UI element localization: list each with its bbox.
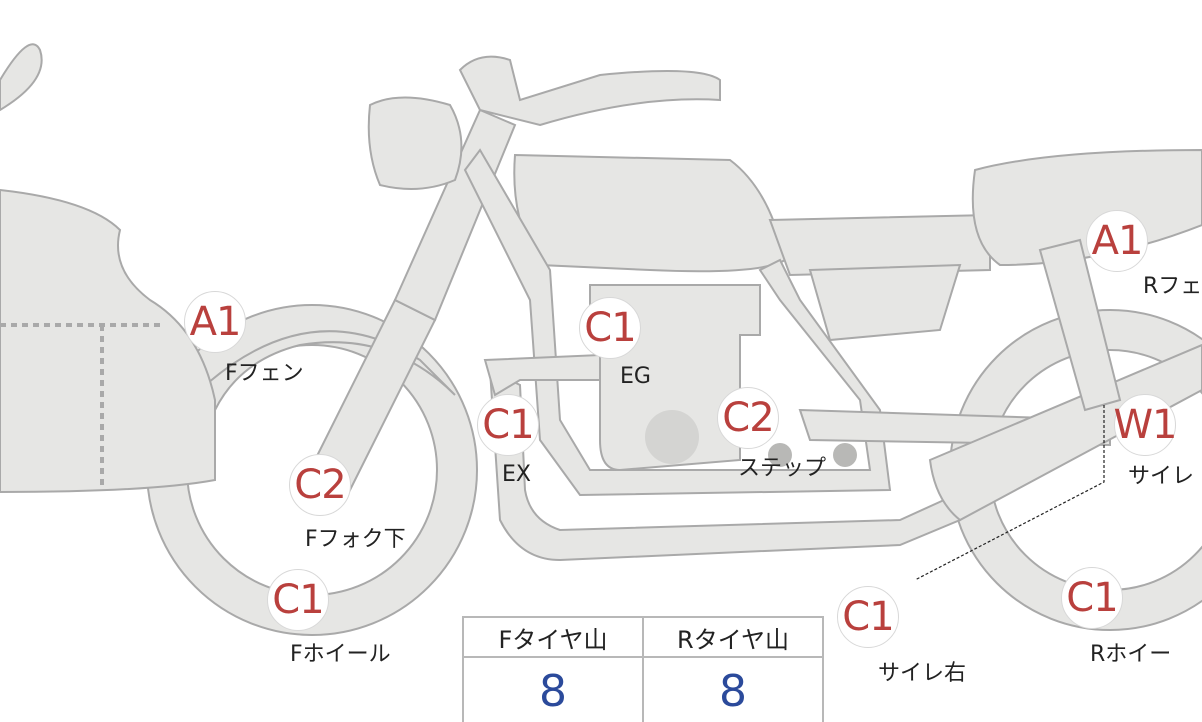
- label-silencer: サイレ: [1128, 464, 1195, 489]
- label-front-wheel: Fホイール: [290, 642, 391, 667]
- damage-marker-front-wheel[interactable]: C1: [267, 569, 329, 631]
- label-engine: EG: [620, 364, 651, 389]
- label-exhaust: EX: [502, 462, 531, 487]
- label-front-fork-lower: Fフォク下: [305, 527, 406, 552]
- label-step: ステップ: [738, 456, 827, 481]
- label-silencer-right: サイレ右: [878, 661, 967, 686]
- damage-marker-step[interactable]: C2: [717, 387, 779, 449]
- header-front-tread: Fタイヤ山: [462, 616, 644, 658]
- label-rear-wheel: Rホイー: [1090, 642, 1172, 667]
- damage-marker-front-fork-lower[interactable]: C2: [289, 454, 351, 516]
- damage-marker-rear-fender[interactable]: A1: [1086, 210, 1148, 272]
- value-rear-tread: 8: [642, 656, 824, 722]
- label-rear-fender: Rフェ: [1143, 274, 1202, 299]
- tire-tread-table: Fタイヤ山 Rタイヤ山 8 8: [462, 616, 824, 722]
- label-front-fender: Fフェン: [225, 361, 304, 386]
- table-header-row: Fタイヤ山 Rタイヤ山: [462, 616, 824, 658]
- damage-marker-engine[interactable]: C1: [579, 297, 641, 359]
- header-rear-tread: Rタイヤ山: [642, 616, 824, 658]
- damage-marker-exhaust[interactable]: C1: [477, 394, 539, 456]
- damage-marker-silencer-right[interactable]: C1: [837, 586, 899, 648]
- damage-marker-front-fender[interactable]: A1: [184, 291, 246, 353]
- table-row: 8 8: [462, 656, 824, 722]
- damage-marker-rear-wheel[interactable]: C1: [1061, 567, 1123, 629]
- damage-marker-silencer[interactable]: W1: [1114, 394, 1178, 456]
- value-front-tread: 8: [462, 656, 644, 722]
